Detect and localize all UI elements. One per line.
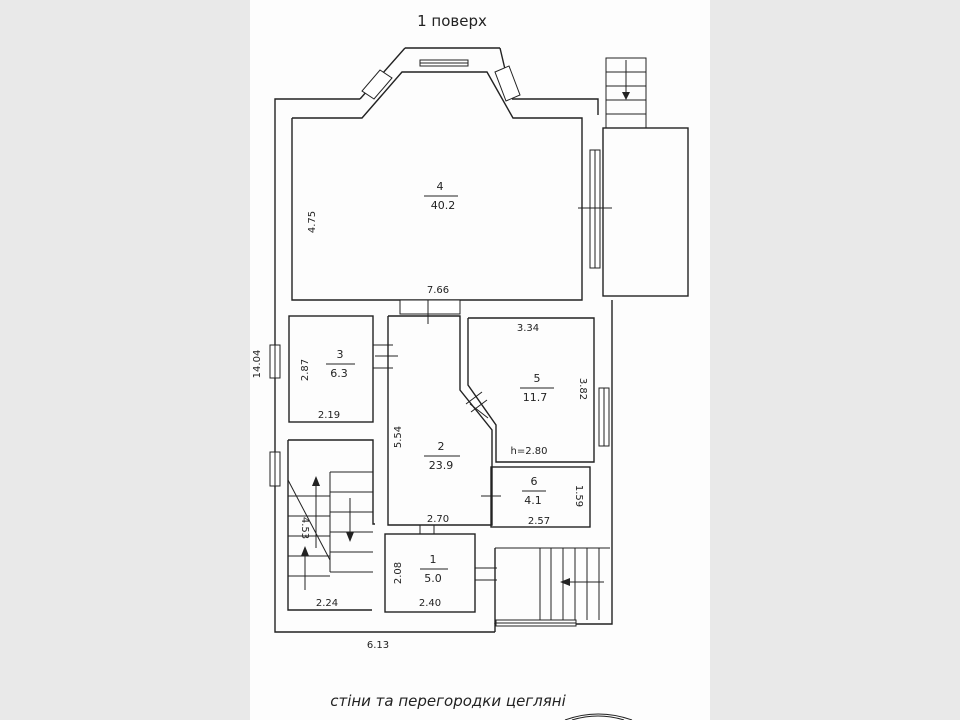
dim-554: 5.54 — [393, 426, 404, 448]
room-1-number: 1 — [430, 553, 437, 566]
room-5: 5 11.7 — [467, 317, 595, 463]
room-4: 4 40.2 — [291, 71, 583, 301]
room-6-number: 6 — [531, 475, 538, 488]
dim-475: 4.75 — [307, 211, 318, 233]
room-5-area: 11.7 — [523, 391, 548, 404]
height-label: h=2.80 — [511, 446, 548, 457]
stair-hall — [269, 439, 375, 611]
room-5-number: 5 — [534, 372, 541, 385]
dimension-labels: 4.75 7.66 14.04 2.87 2.19 3.34 3.82 5.54… — [252, 211, 588, 651]
dim-613: 6.13 — [367, 640, 389, 651]
dim-287: 2.87 — [300, 359, 311, 381]
plan-sheet — [250, 0, 710, 720]
room-3-number: 3 — [337, 348, 344, 361]
room-2: 2 23.9 — [387, 315, 493, 526]
plan-title: 1 поверх — [417, 12, 487, 30]
dim-240: 2.40 — [419, 598, 441, 609]
dim-208: 2.08 — [393, 562, 404, 584]
dim-453: 4.53 — [299, 517, 310, 539]
room-2-number: 2 — [438, 440, 445, 453]
entrance — [494, 547, 610, 627]
dim-766: 7.66 — [427, 285, 449, 296]
stair-treads — [287, 471, 373, 590]
room-6: 6 4.1 — [481, 466, 591, 528]
dim-257: 2.57 — [528, 516, 550, 527]
room-2-area: 23.9 — [429, 459, 454, 472]
room-3-area: 6.3 — [330, 367, 348, 380]
dim-270: 2.70 — [427, 514, 449, 525]
room-5-openings — [465, 387, 610, 447]
bay-windows — [361, 59, 521, 102]
wall-material-note: стіни та перегородки цегляні — [330, 692, 566, 710]
dim-382: 3.82 — [577, 378, 588, 400]
room-3: 3 6.3 — [288, 315, 374, 423]
stamp-arc — [564, 713, 633, 720]
room-4-area: 40.2 — [431, 199, 456, 212]
dim-334: 3.34 — [517, 323, 539, 334]
room-4-number: 4 — [437, 180, 444, 193]
room-4-east-opening — [578, 149, 612, 269]
door-4-2 — [399, 299, 461, 324]
scan-margin-right — [710, 0, 960, 720]
dim-159: 1.59 — [573, 485, 584, 507]
stair-top-right — [605, 57, 647, 129]
dim-219: 2.19 — [318, 410, 340, 421]
room-6-area: 4.1 — [524, 494, 542, 507]
scan-margin-left — [0, 0, 250, 720]
terrace — [602, 127, 689, 297]
room-1-area: 5.0 — [424, 572, 442, 585]
dim-1404: 14.04 — [252, 350, 263, 379]
dim-224: 2.24 — [316, 598, 338, 609]
outer-walls — [274, 47, 613, 633]
room-1: 1 5.0 — [384, 525, 497, 613]
room-3-openings — [269, 344, 398, 379]
